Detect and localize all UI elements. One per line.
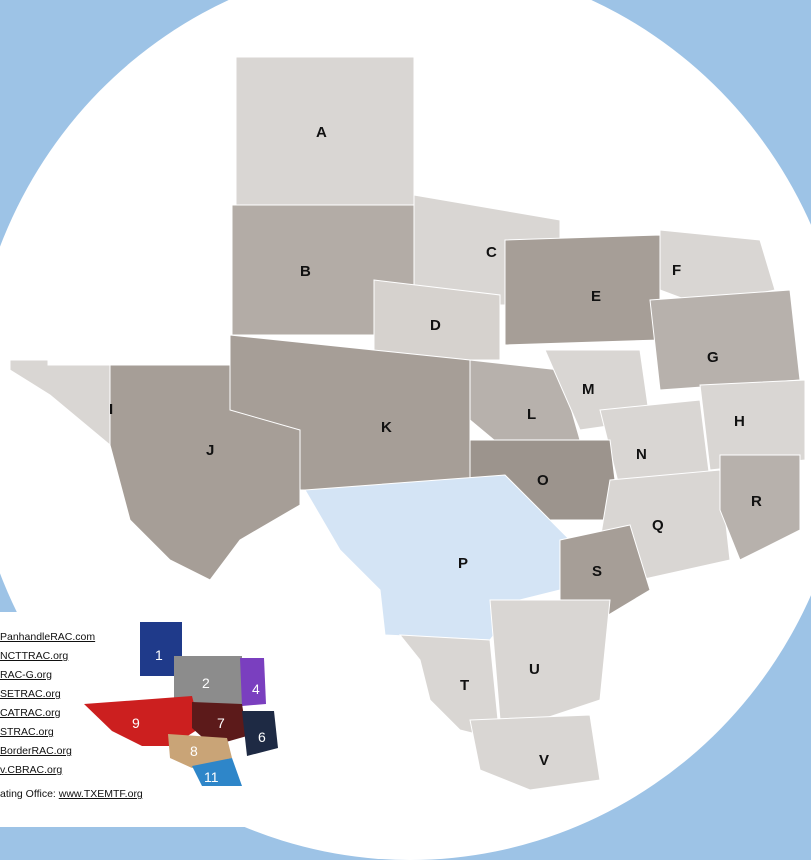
zone-label-7: 7 [217, 715, 225, 731]
zone-1 [140, 622, 182, 676]
region-label-c: C [486, 244, 497, 261]
region-label-q: Q [652, 517, 664, 534]
region-label-n: N [636, 446, 647, 463]
region-label-j: J [206, 442, 214, 459]
zone-11 [192, 758, 242, 786]
region-label-m: M [582, 381, 595, 398]
rac-links-list: PanhandleRAC.com NCTTRAC.org RAC-G.org S… [0, 628, 95, 780]
txemtf-link[interactable]: www.TXEMTF.org [58, 788, 143, 800]
zone-label-4: 4 [252, 681, 260, 697]
region-label-h: H [734, 413, 745, 430]
rac-link-racg[interactable]: RAC-G.org [0, 669, 52, 681]
region-label-p: P [458, 555, 468, 572]
region-r[interactable] [719, 454, 801, 561]
region-label-g: G [707, 349, 719, 366]
rac-link-strac[interactable]: STRAC.org [0, 726, 54, 738]
region-label-l: L [527, 406, 536, 423]
zone-label-9: 9 [132, 715, 140, 731]
zone-label-6: 6 [258, 729, 266, 745]
region-label-u: U [529, 661, 540, 678]
region-label-f: F [672, 262, 681, 279]
region-label-t: T [460, 677, 469, 694]
zone-label-8: 8 [190, 743, 198, 759]
mini-texas-zone-map: 1 2 4 7 9 6 8 11 [84, 622, 278, 786]
region-label-o: O [537, 472, 549, 489]
region-h[interactable] [699, 379, 806, 471]
region-label-s: S [592, 563, 602, 580]
rac-link-panhandle[interactable]: PanhandleRAC.com [0, 631, 96, 643]
region-d[interactable] [373, 279, 501, 361]
zone-2 [174, 656, 242, 706]
zone-4 [240, 658, 266, 706]
zone-label-11: 11 [204, 769, 219, 785]
zone-label-1: 1 [155, 647, 163, 663]
region-e[interactable] [504, 234, 661, 346]
region-t[interactable] [398, 634, 501, 741]
region-label-k: K [381, 419, 392, 436]
coordinating-office-prefix: ating Office: [0, 788, 59, 800]
region-label-b: B [300, 263, 311, 280]
rac-link-catrac[interactable]: CATRAC.org [0, 707, 61, 719]
region-v[interactable] [469, 714, 601, 791]
region-label-r: R [751, 493, 762, 510]
zone-label-2: 2 [202, 675, 210, 691]
zone-9 [84, 696, 200, 746]
rac-legend-inset: PanhandleRAC.com NCTTRAC.org RAC-G.org S… [0, 612, 290, 827]
rac-link-setrac[interactable]: SETRAC.org [0, 688, 61, 700]
rac-link-ncttrac[interactable]: NCTTRAC.org [0, 650, 69, 662]
zone-8 [168, 734, 232, 768]
region-label-v: V [539, 752, 549, 769]
region-g[interactable] [649, 289, 801, 391]
coordinating-office-line: ating Office: www.TXEMTF.org [0, 788, 143, 800]
region-u[interactable] [489, 599, 611, 721]
zone-6 [242, 711, 278, 756]
zone-7 [192, 702, 247, 746]
region-label-i: I [109, 401, 113, 418]
region-label-d: D [430, 317, 441, 334]
rac-link-borderrac[interactable]: BorderRAC.org [0, 745, 72, 757]
region-s[interactable] [559, 524, 651, 621]
region-label-e: E [591, 288, 601, 305]
rac-link-cbrac[interactable]: v.CBRAC.org [0, 764, 63, 776]
region-label-a: A [316, 124, 327, 141]
